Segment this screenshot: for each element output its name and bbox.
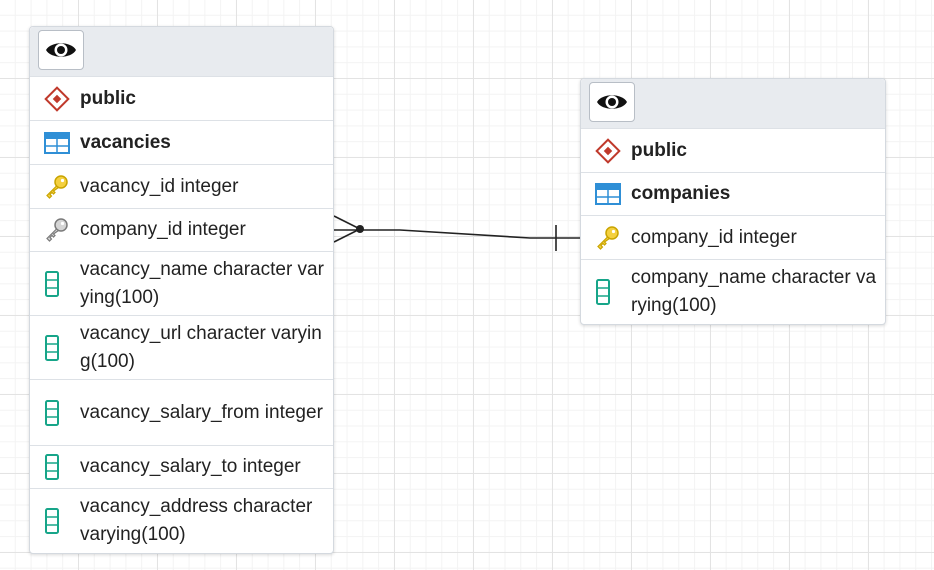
column-label: vacancy_id integer: [80, 175, 239, 197]
column-row[interactable]: company_id integer: [30, 209, 333, 252]
column-label: company_id integer: [631, 226, 797, 248]
primary-key-icon: [595, 225, 625, 251]
toggle-details-button[interactable]: [589, 82, 635, 122]
column-icon: [44, 508, 74, 534]
toggle-details-button[interactable]: [38, 30, 84, 70]
column-icon: [595, 279, 625, 305]
column-row[interactable]: vacancy_id integer: [30, 165, 333, 209]
column-icon: [44, 334, 74, 361]
column-row[interactable]: vacancy_salary_from integer: [30, 380, 333, 446]
foreign-key-icon: [44, 217, 74, 243]
table-header: [581, 79, 885, 129]
column-row[interactable]: vacancy_salary_to integer: [30, 446, 333, 489]
column-row[interactable]: vacancy_address character varying(100): [30, 489, 333, 553]
eye-icon: [46, 43, 76, 57]
table-icon: [595, 183, 625, 205]
table-node-vacancies[interactable]: public vacancies vacancy_id integer comp…: [29, 26, 334, 554]
table-name-label: companies: [631, 183, 731, 204]
column-label: company_id integer: [80, 219, 246, 240]
column-icon: [44, 454, 74, 480]
table-name-row: vacancies: [30, 121, 333, 165]
relation-path: [334, 229, 580, 239]
column-label: company_name character varying(100): [631, 267, 877, 316]
primary-key-icon: [44, 174, 74, 200]
schema-label: public: [631, 139, 687, 161]
column-row[interactable]: company_id integer: [581, 216, 885, 260]
schema-row: public: [581, 129, 885, 173]
column-label: vacancy_salary_to integer: [80, 456, 301, 477]
schema-icon: [595, 137, 625, 164]
column-label: vacancy_address character varying(100): [80, 496, 313, 545]
table-icon: [44, 131, 74, 154]
column-label: vacancy_name character varying(100): [80, 258, 324, 308]
table-name-row: companies: [581, 173, 885, 216]
table-header: [30, 27, 333, 77]
schema-label: public: [80, 87, 136, 109]
table-node-companies[interactable]: public companies company_id integer comp…: [580, 78, 886, 325]
column-icon: [44, 270, 74, 297]
column-row[interactable]: vacancy_url character varying(100): [30, 316, 333, 380]
column-row[interactable]: company_name character varying(100): [581, 260, 885, 324]
column-label: vacancy_url character varying(100): [80, 322, 322, 372]
column-icon: [44, 399, 74, 426]
eye-icon: [597, 95, 627, 109]
schema-icon: [44, 85, 74, 112]
table-name-label: vacancies: [80, 131, 171, 153]
column-row[interactable]: vacancy_name character varying(100): [30, 252, 333, 316]
column-label: vacancy_salary_from integer: [80, 401, 323, 423]
optional-circle-marker: [356, 225, 364, 233]
schema-row: public: [30, 77, 333, 121]
